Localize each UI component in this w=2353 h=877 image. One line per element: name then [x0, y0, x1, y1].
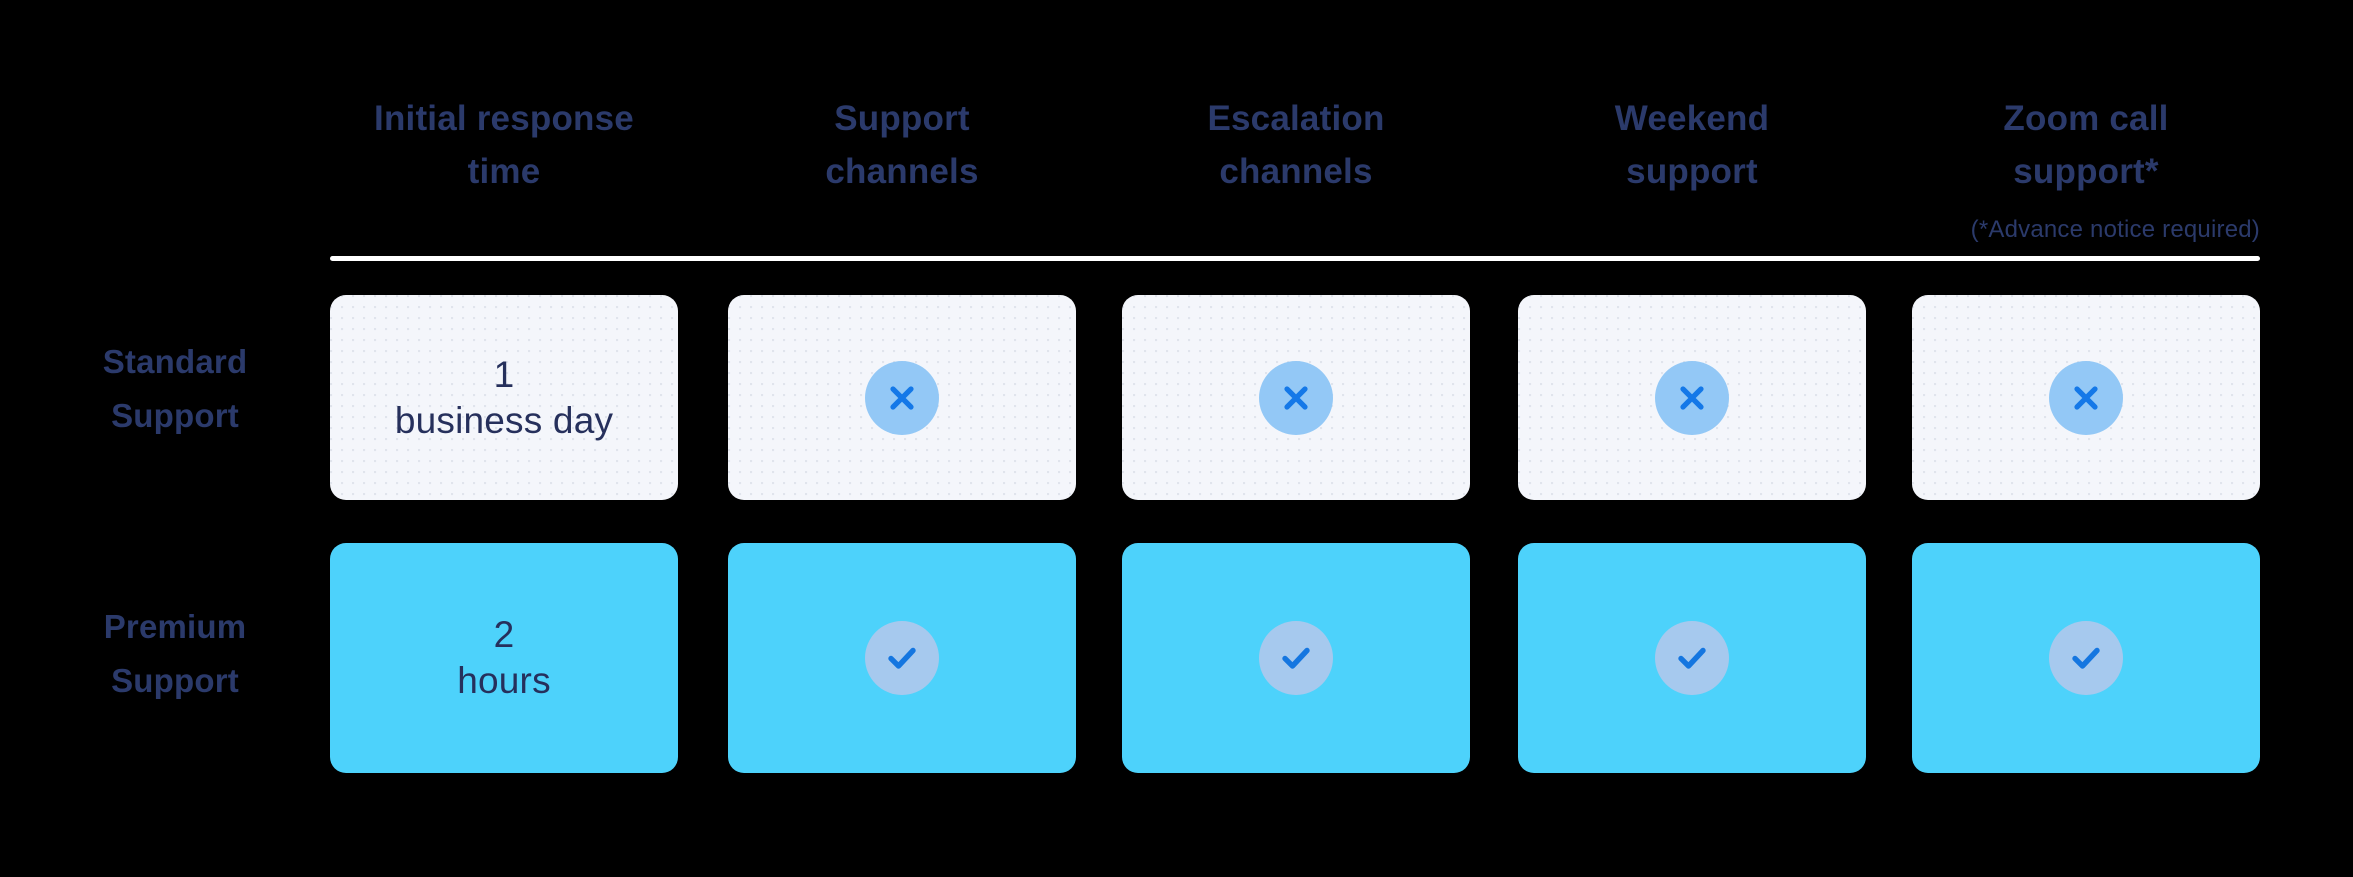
cross-icon [2049, 360, 2123, 435]
row-label-premium-support: Premium Support [103, 608, 247, 699]
cross-icon [1259, 360, 1333, 435]
cell-standard-support-channels [728, 295, 1076, 500]
column-header-initial-response-time: Initial response time [374, 99, 634, 191]
cell-premium-weekend-support [1518, 543, 1866, 773]
cell-standard-initial-response-time: 1 business day [330, 295, 678, 500]
cross-icon [1655, 360, 1729, 435]
column-header-weekend-support: Weekend support [1614, 99, 1770, 191]
cell-value-text: 2 hours [457, 614, 551, 701]
column-header-support-channels: Support channels [825, 99, 979, 191]
footnote-advance-notice: (*Advance notice required) [1970, 216, 2260, 243]
cell-standard-zoom-call-support [1912, 295, 2260, 500]
cell-premium-zoom-call-support [1912, 543, 2260, 773]
row-label-standard-support: Standard Support [102, 343, 248, 434]
cross-icon [865, 360, 939, 435]
cell-value-text: 1 business day [394, 353, 614, 441]
check-icon [1655, 621, 1729, 695]
column-header-zoom-call-support: Zoom call support* [2003, 99, 2169, 191]
cell-premium-escalation-channels [1122, 543, 1470, 773]
check-icon [2049, 621, 2123, 695]
column-header-escalation-channels: Escalation channels [1207, 99, 1385, 191]
cell-premium-support-channels [728, 543, 1076, 773]
check-icon [1259, 621, 1333, 695]
header-divider-line [330, 256, 2260, 261]
cell-standard-weekend-support [1518, 295, 1866, 500]
cell-standard-escalation-channels [1122, 295, 1470, 500]
cell-premium-initial-response-time: 2 hours [330, 543, 678, 773]
check-icon [865, 621, 939, 695]
